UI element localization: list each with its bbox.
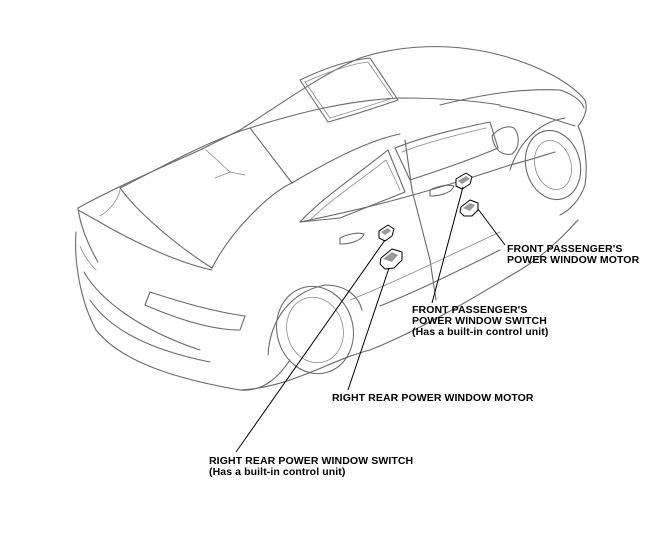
label-front-passenger-motor-line2: POWER WINDOW MOTOR [507, 254, 640, 266]
label-right-rear-motor-line1: RIGHT REAR POWER WINDOW MOTOR [332, 392, 534, 404]
leader-lines [235, 186, 506, 453]
label-front-passenger-switch-line2: POWER WINDOW SWITCH [412, 315, 547, 327]
front-passenger-switch-part [455, 172, 473, 190]
leader-front-passenger-switch [431, 186, 464, 304]
label-front-passenger-motor-line1: FRONT PASSENGER'S [507, 243, 623, 255]
leader-right-rear-motor [347, 267, 390, 391]
label-right-rear-switch: RIGHT REAR POWER WINDOW SWITCH (Has a bu… [209, 456, 413, 478]
label-right-rear-motor: RIGHT REAR POWER WINDOW MOTOR [332, 393, 534, 404]
car-body [75, 46, 587, 391]
label-front-passenger-switch-line3: (Has a built-in control unit) [412, 326, 549, 338]
right-rear-motor-part [379, 248, 403, 270]
label-front-passenger-motor: FRONT PASSENGER'S POWER WINDOW MOTOR [507, 244, 639, 266]
leader-front-passenger-motor [477, 208, 506, 246]
front-passenger-motor-part [459, 199, 479, 217]
label-right-rear-switch-line1: RIGHT REAR POWER WINDOW SWITCH [209, 455, 414, 467]
label-front-passenger-switch: FRONT PASSENGER'S POWER WINDOW SWITCH (H… [412, 305, 548, 338]
label-front-passenger-switch-line1: FRONT PASSENGER'S [412, 304, 528, 316]
right-rear-switch-part [378, 224, 395, 242]
leader-right-rear-switch [235, 239, 386, 453]
label-right-rear-switch-line2: (Has a built-in control unit) [209, 466, 346, 478]
